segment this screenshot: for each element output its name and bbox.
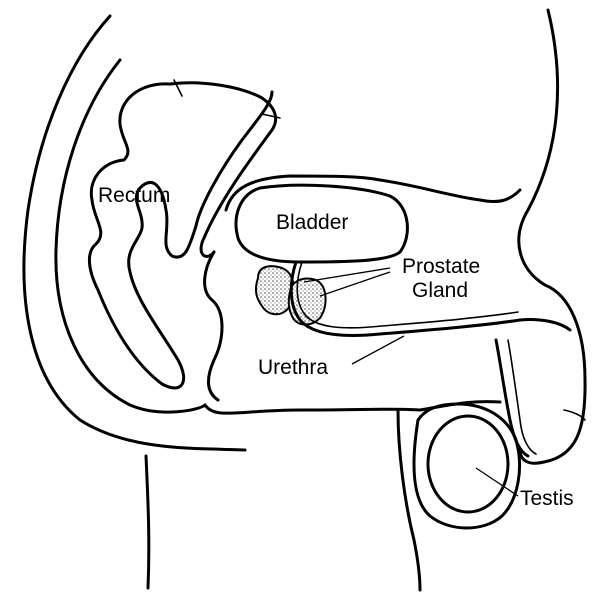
urethra-label: Urethra [258, 357, 328, 378]
testis-leader [476, 468, 518, 496]
penis-corpus-2 [508, 340, 536, 454]
urethra-leader [352, 336, 404, 364]
prostate-leader-2 [320, 272, 390, 296]
rectum-fold-2 [262, 114, 280, 118]
body-inner-contour [56, 60, 205, 412]
testis-shape [428, 416, 508, 512]
leg-back-contour [146, 456, 149, 588]
rectum-label: Rectum [98, 185, 170, 206]
abdomen-front-wall [519, 10, 558, 285]
prostate-leader-1 [304, 268, 390, 282]
pelvic-wall [205, 252, 222, 400]
testis-label: Testis [520, 488, 574, 509]
scrotum-outline [414, 404, 520, 528]
prostate-label-line2: Gland [412, 280, 468, 301]
rectum-outline [89, 84, 272, 388]
penis-outline [520, 285, 585, 463]
bladder-label: Bladder [276, 212, 348, 233]
prostate-label-line1: Prostate [402, 256, 480, 277]
